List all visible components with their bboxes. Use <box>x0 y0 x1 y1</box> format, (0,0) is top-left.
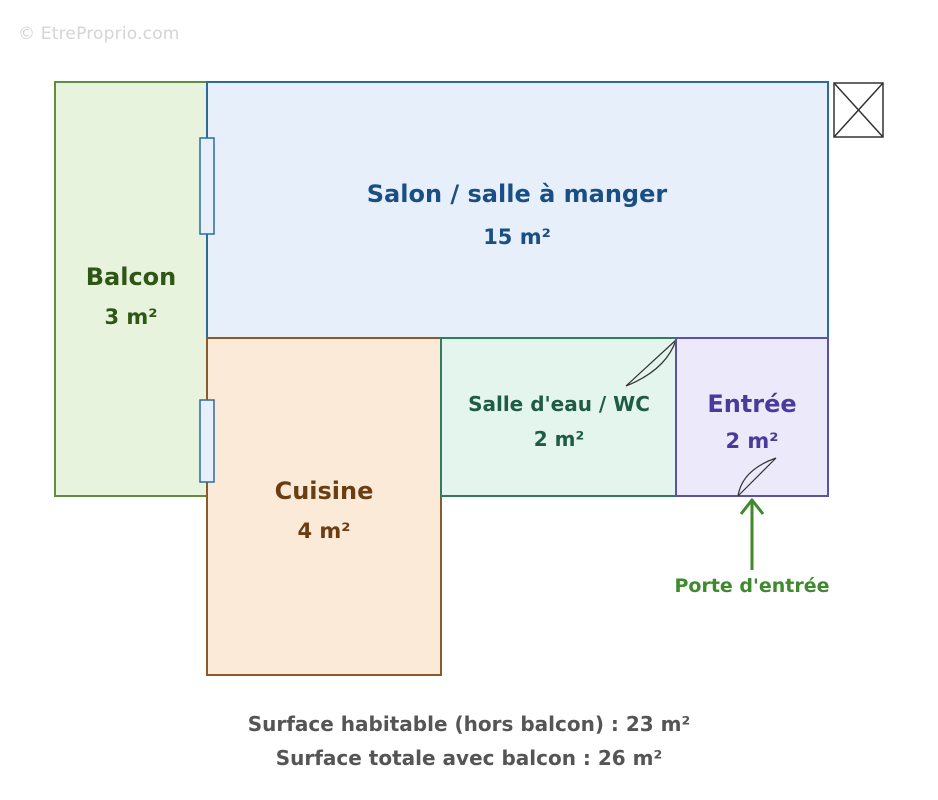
technical-shaft-cross-2 <box>833 82 884 138</box>
window-cuisine-balcon <box>199 399 215 483</box>
room-salon-area-label: 15 m² <box>483 225 551 249</box>
summary-habitable: Surface habitable (hors balcon) : 23 m² <box>247 712 691 736</box>
room-balcon: Balcon 3 m² <box>54 81 208 497</box>
room-entree-area <box>675 337 829 497</box>
room-salon-area <box>206 81 829 339</box>
window-salon-balcon <box>199 137 215 235</box>
room-cuisine-name: Cuisine <box>275 477 374 505</box>
entrance-arrow-head <box>739 498 765 515</box>
door-label: Porte d'entrée <box>675 575 830 597</box>
room-entree-area-label: 2 m² <box>725 429 778 453</box>
door-swing-entree <box>737 457 777 497</box>
room-balcon-name: Balcon <box>86 263 177 291</box>
summary-totale: Surface totale avec balcon : 26 m² <box>275 746 663 770</box>
room-salle-d-eau: Salle d'eau / WC 2 m² <box>440 337 677 497</box>
room-balcon-area-label: 3 m² <box>104 305 157 329</box>
room-salle-d-eau-name: Salle d'eau / WC <box>468 392 650 416</box>
door-swing-salle-d-eau <box>625 339 677 387</box>
room-salon-name: Salon / salle à manger <box>367 180 668 208</box>
entrance-arrow <box>739 498 765 570</box>
room-salle-d-eau-area-label: 2 m² <box>534 427 584 451</box>
room-cuisine-area-label: 4 m² <box>297 519 350 543</box>
room-entree: Entrée 2 m² <box>675 337 829 497</box>
room-entree-name: Entrée <box>707 390 796 418</box>
watermark: © EtreProprio.com <box>18 24 180 44</box>
room-salon: Salon / salle à manger 15 m² <box>206 81 829 339</box>
room-salle-d-eau-area <box>440 337 677 497</box>
room-cuisine-area <box>206 337 442 676</box>
room-cuisine: Cuisine 4 m² <box>206 337 442 676</box>
technical-shaft <box>833 82 884 138</box>
